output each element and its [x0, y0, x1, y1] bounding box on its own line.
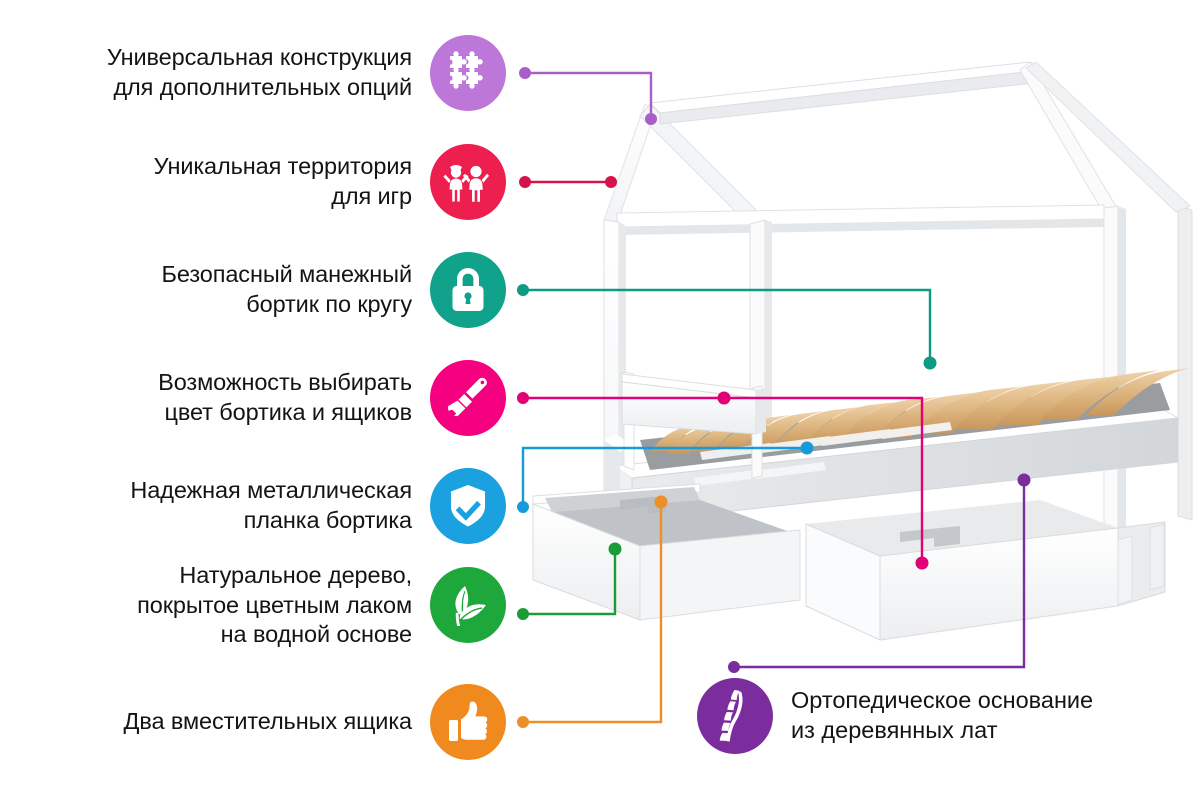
- shield-check-icon: [430, 468, 506, 544]
- feature-label: Ортопедическое основание из деревянных л…: [791, 687, 1094, 743]
- feature-label: Натуральное дерево, покрытое цветным лак…: [137, 562, 412, 648]
- feature-two-drawers: Два вместительных ящика: [124, 684, 506, 760]
- feature-label: Универсальная конструкция для дополнител…: [106, 44, 412, 100]
- leaf-icon: [430, 567, 506, 644]
- feature-universal-construction: Универсальная конструкция для дополнител…: [107, 35, 506, 111]
- paint-brush-icon: [430, 360, 506, 436]
- feature-label: Возможность выбирать цвет бортика и ящик…: [158, 369, 412, 425]
- feature-color-choice: Возможность выбирать цвет бортика и ящик…: [158, 360, 506, 436]
- feature-orthopedic-base: Ортопедическое основание из деревянных л…: [697, 678, 1093, 754]
- feature-label: Два вместительных ящика: [123, 708, 413, 735]
- children-playing-icon: [430, 144, 506, 220]
- feature-natural-wood: Натуральное дерево, покрытое цветным лак…: [137, 561, 506, 650]
- thumbs-up-icon: [430, 684, 506, 760]
- feature-label: Надежная металлическая планка бортика: [130, 477, 412, 533]
- lock-icon: [430, 252, 506, 328]
- feature-label: Уникальная территория для игр: [153, 153, 412, 209]
- feature-metal-rail-plate: Надежная металлическая планка бортика: [130, 468, 506, 544]
- feature-safe-guard-rail: Безопасный манежный бортик по кругу: [162, 252, 506, 328]
- puzzle-icon: [430, 35, 506, 111]
- feature-label: Безопасный манежный бортик по кругу: [161, 261, 413, 317]
- feature-unique-play-area: Уникальная территория для игр: [154, 144, 506, 220]
- spine-icon: [697, 678, 773, 754]
